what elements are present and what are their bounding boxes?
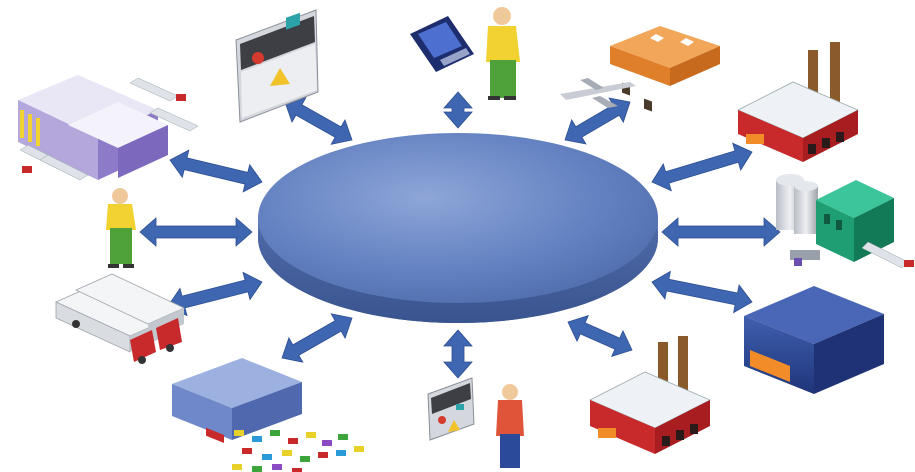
double-arrow-icon bbox=[564, 97, 631, 145]
user-at-screen-icon bbox=[427, 377, 524, 468]
double-arrow-icon bbox=[443, 91, 473, 129]
data-center-building-icon bbox=[744, 286, 884, 394]
double-arrow-icon bbox=[281, 313, 353, 363]
double-arrow-icon bbox=[661, 217, 781, 247]
double-arrow-icon bbox=[651, 270, 753, 314]
worker-with-handheld-device-icon bbox=[410, 7, 520, 100]
connection-arrows bbox=[139, 91, 781, 379]
double-arrow-icon bbox=[443, 329, 473, 379]
double-arrow-icon bbox=[567, 314, 633, 358]
central-hub-disc bbox=[258, 133, 658, 323]
double-arrow-icon bbox=[169, 149, 263, 193]
factory-icon bbox=[589, 336, 711, 454]
double-arrow-icon bbox=[139, 217, 253, 247]
worker-icon bbox=[106, 188, 136, 268]
parked-cars bbox=[232, 430, 364, 472]
computer-screen-icon bbox=[235, 9, 319, 123]
warehouse-with-trucks-icon bbox=[18, 75, 199, 181]
airplane-hangar-icon bbox=[560, 26, 720, 112]
double-arrow-icon bbox=[284, 97, 353, 145]
silo-plant-icon bbox=[776, 174, 914, 269]
trucks-icon bbox=[55, 273, 185, 364]
double-arrow-icon bbox=[167, 271, 263, 317]
store-with-cars-icon bbox=[172, 358, 364, 472]
double-arrow-icon bbox=[651, 142, 753, 192]
factory-icon bbox=[737, 42, 859, 162]
